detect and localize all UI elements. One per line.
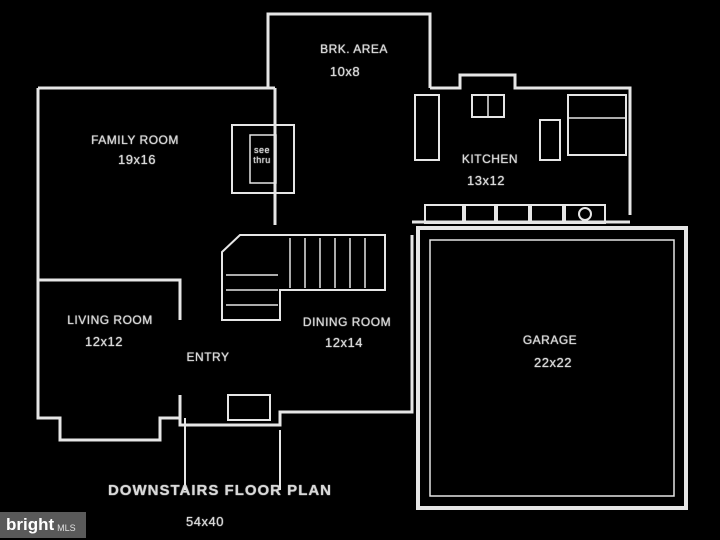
- breakfast-area-size: 10x8: [329, 64, 361, 79]
- kitchen-appliances: [424, 204, 606, 224]
- watermark-brand: bright: [6, 515, 55, 534]
- kitchen-name: KITCHEN: [461, 152, 519, 166]
- garage-size: 22x22: [534, 355, 572, 370]
- breakfast-bay: [266, 12, 432, 88]
- plan-title: DOWNSTAIRS FLOOR PLAN: [107, 482, 333, 499]
- watermark-logo: bright MLS: [0, 512, 86, 538]
- garage-inner: [429, 239, 675, 497]
- entry-name: ENTRY: [186, 350, 230, 364]
- fireplace: [231, 124, 295, 194]
- refrigerator: [567, 94, 627, 156]
- family-room-size: 19x16: [118, 152, 156, 167]
- family-room-name: FAMILY ROOM: [91, 133, 179, 147]
- garage-outline: [416, 226, 688, 510]
- kitchen-size: 13x12: [467, 173, 505, 188]
- stairs-outline: [221, 234, 386, 321]
- plan-dimensions: 54x40: [186, 514, 224, 529]
- entry-closet: [227, 394, 271, 421]
- kitchen-counter-west: [414, 94, 440, 161]
- dining-room-size: 12x14: [325, 335, 363, 350]
- entry-south-wall: [178, 235, 414, 427]
- living-room-name: LIVING ROOM: [67, 313, 153, 327]
- fireplace-label: see thru: [253, 145, 271, 165]
- watermark-suffix: MLS: [57, 522, 76, 533]
- outer-wall-west: [36, 88, 180, 442]
- dining-room-name: DINING ROOM: [302, 315, 392, 329]
- family-south-wall: [38, 278, 182, 320]
- kitchen-island: [539, 119, 561, 161]
- kitchen-north-wall: [430, 73, 632, 215]
- garage-name: GARAGE: [522, 333, 578, 347]
- living-room-size: 12x12: [85, 334, 123, 349]
- breakfast-area-name: BRK. AREA: [320, 42, 388, 56]
